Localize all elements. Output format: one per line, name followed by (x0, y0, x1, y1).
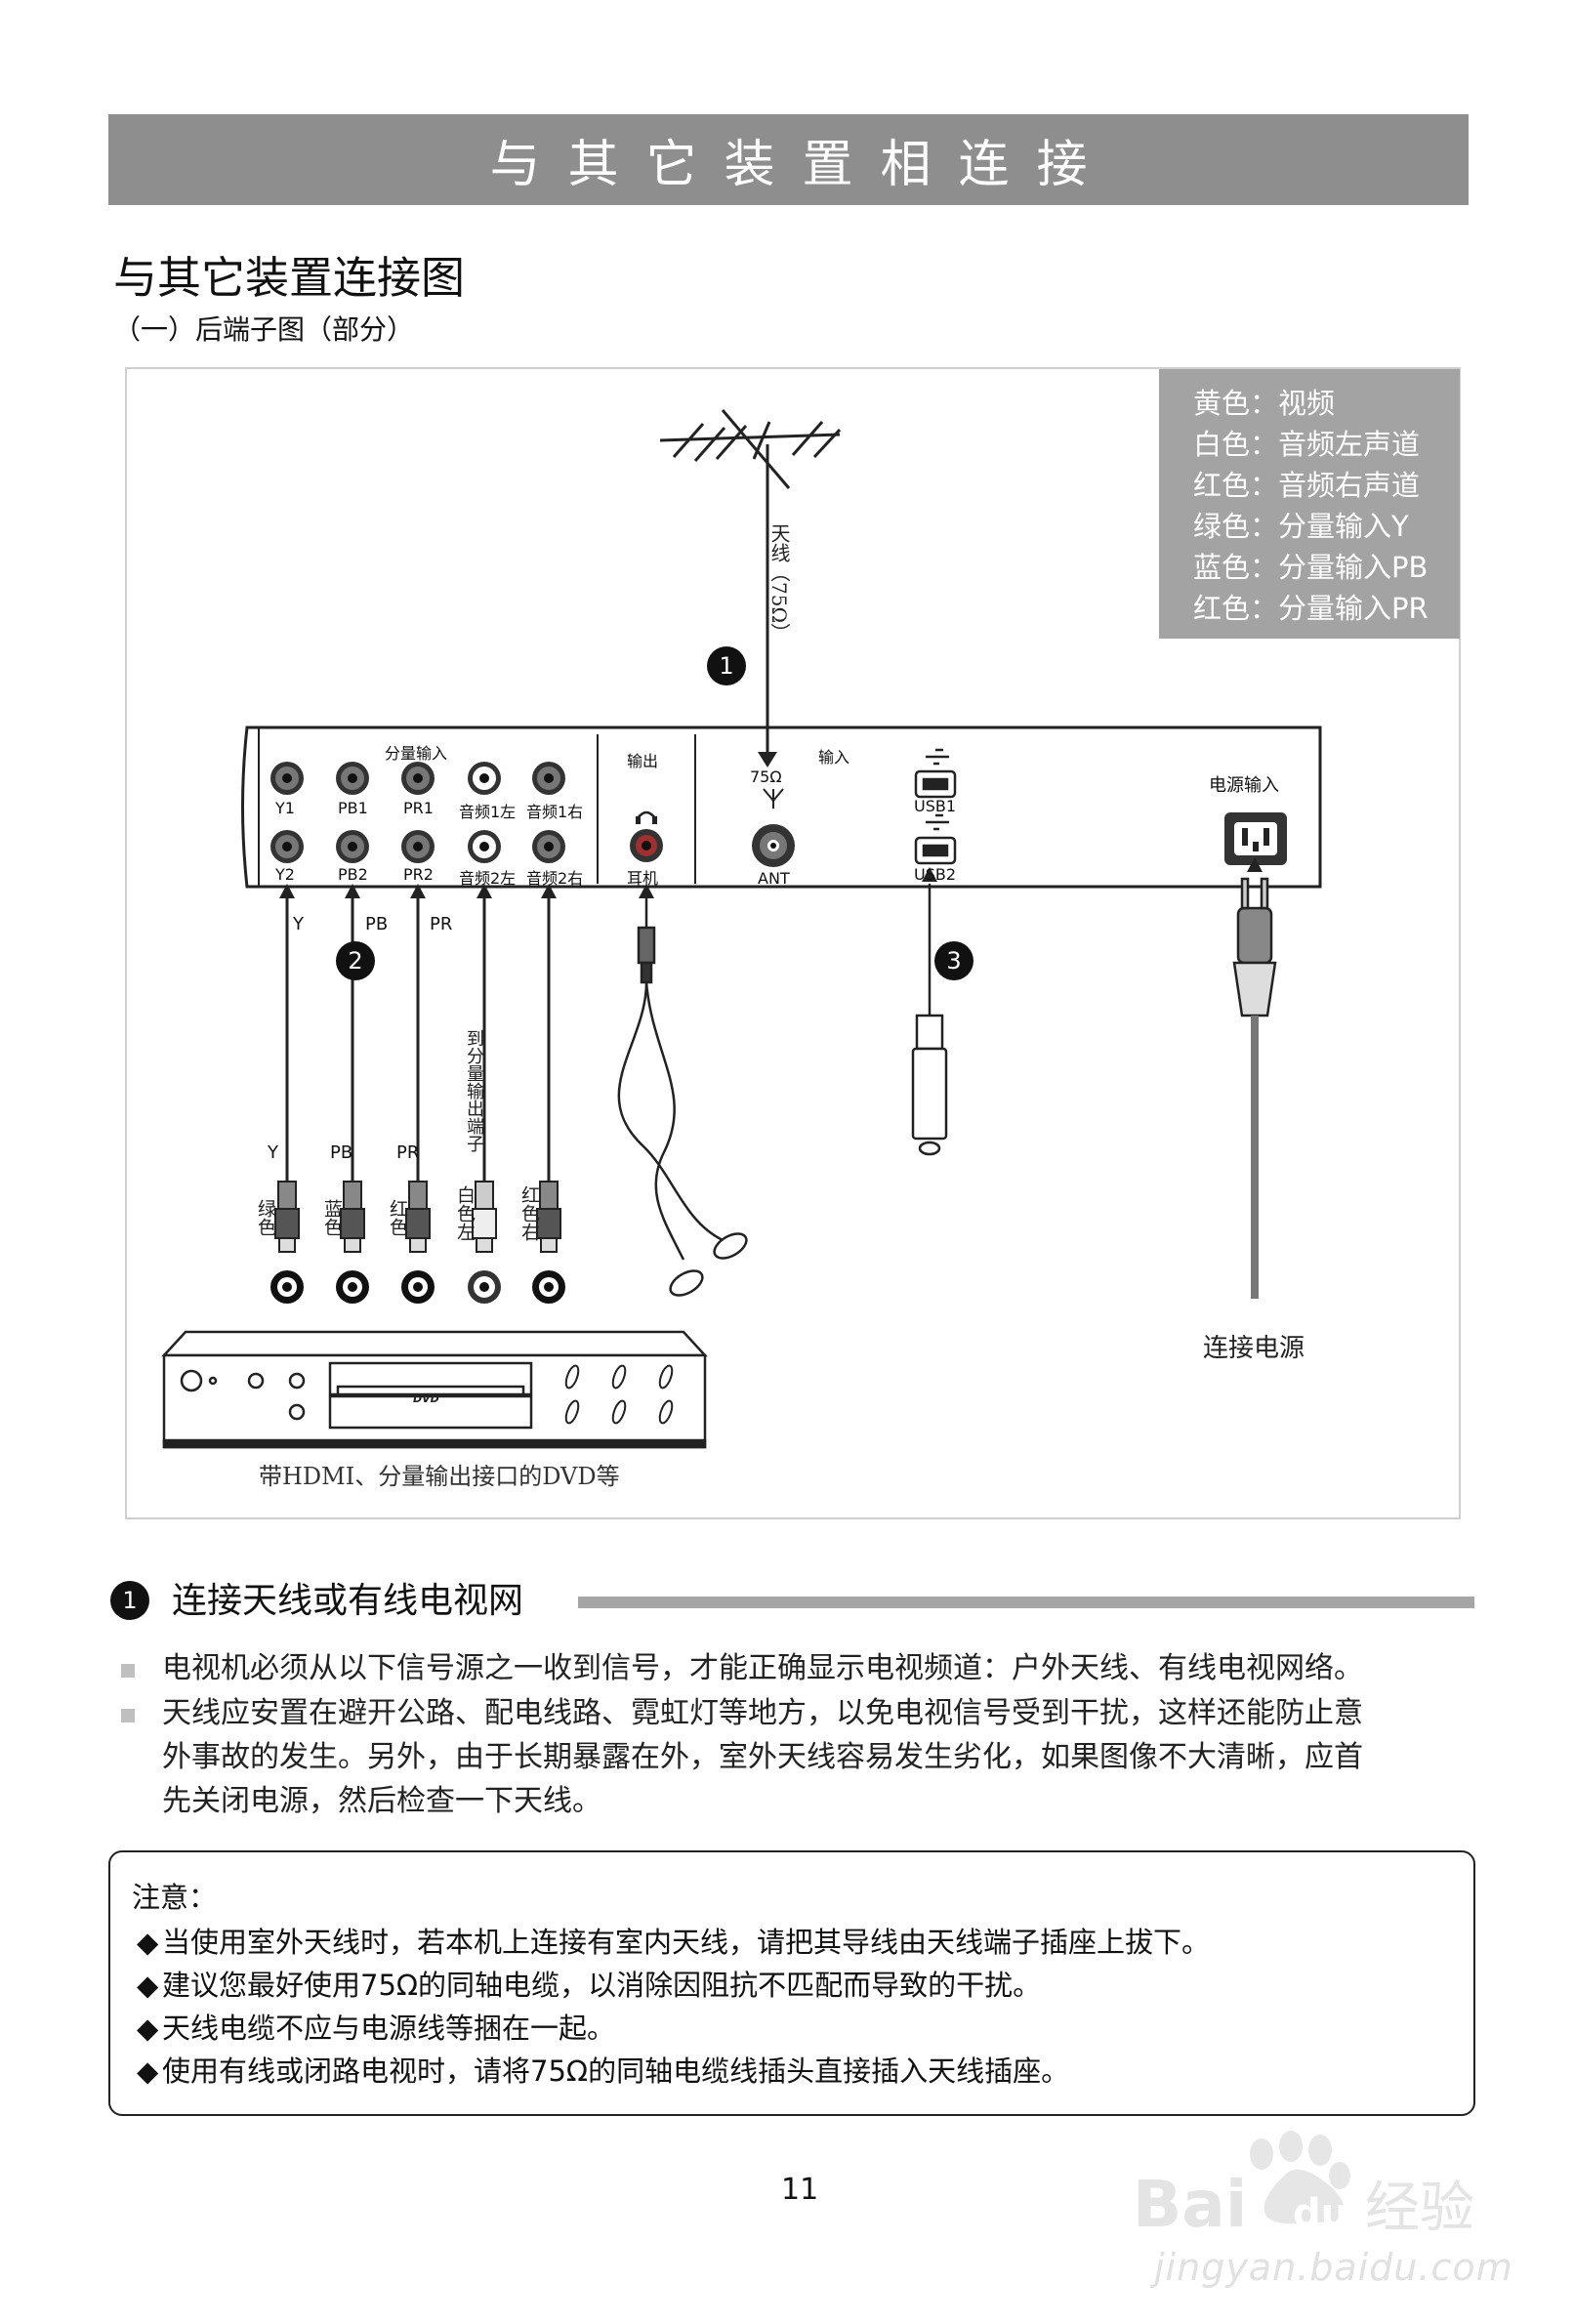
diamond-bullet-icon: ◆ (137, 2054, 159, 2088)
note-item: ◆使用有线或闭路电视时，请将75Ω的同轴电缆线插头直接插入天线插座。 (137, 2054, 1070, 2088)
output-label: 输出 (627, 752, 659, 770)
badge-2: 2 (336, 941, 375, 980)
page-header-title: 与其它装置相连接 (489, 136, 1115, 194)
plug-color-label: 红色右 (518, 1185, 540, 1241)
jack-label: Y2 (275, 865, 295, 884)
jack-label: PB2 (338, 865, 368, 884)
usb-ports (914, 748, 957, 865)
note-title: 注意： (132, 1881, 218, 1914)
tv-back-panel (241, 726, 1322, 889)
cable-label: PB (330, 1142, 353, 1163)
watermark-url: jingyan.baidu.com (1154, 2246, 1513, 2289)
jack-label: 音频1左 (459, 803, 517, 821)
bullet-square-icon (121, 1664, 135, 1678)
cable-label: PB (365, 914, 389, 934)
paragraph-line: 天线应安置在避开公路、配电线路、霓虹灯等地方，以免电视信号受到干扰，这样还能防止… (162, 1696, 1363, 1730)
legend-item: 红色：分量输入PR (1193, 592, 1429, 625)
section-subtitle: （一）后端子图（部分） (113, 313, 415, 346)
bullet-square-icon (121, 1709, 135, 1722)
plug-color-label: 绿色 (255, 1199, 276, 1236)
svg-text:Bai: Bai (1133, 2167, 1247, 2242)
usb-drive-icon (911, 884, 948, 1156)
rca-jacks (270, 762, 565, 863)
cable-arrows (279, 857, 1263, 898)
antenna-icon (659, 409, 842, 752)
power-plug-icon (1232, 877, 1277, 1299)
antenna-arrow-icon (758, 752, 777, 768)
power-socket (1224, 812, 1287, 865)
legend-item: 蓝色：分量输入PB (1193, 551, 1429, 584)
diamond-bullet-icon: ◆ (137, 2012, 159, 2045)
power-caption: 连接电源 (1203, 1334, 1305, 1363)
baidu-watermark-logo: Bai du 经验 (1133, 2131, 1474, 2242)
svg-text:经验: 经验 (1365, 2177, 1474, 2240)
usb1-label: USB1 (914, 797, 957, 815)
diamond-bullet-icon: ◆ (137, 1969, 159, 2002)
power-input-label: 电源输入 (1209, 775, 1279, 796)
diamond-bullet-icon: ◆ (137, 1926, 159, 1959)
note-item: ◆建议您最好使用75Ω的同轴电缆，以消除因阻抗不匹配而导致的干扰。 (137, 1969, 1042, 2002)
earphone-jack (630, 810, 663, 862)
jack-label: 音频2右 (526, 869, 584, 888)
headphone-icon (617, 898, 748, 1297)
note-item: ◆天线电缆不应与电源线等捆在一起。 (137, 2012, 616, 2045)
section1-rule (578, 1597, 1474, 1608)
note-item: ◆当使用室外天线时，若本机上连接有室内天线，请把其导线由天线端子插座上拔下。 (137, 1926, 1211, 1959)
cable-label: PR (396, 1142, 420, 1163)
jack-label: 音频2左 (459, 869, 517, 888)
cable-label: PR (430, 914, 453, 934)
legend-item: 红色：音频右声道 (1193, 469, 1421, 502)
plug-color-label: 白色左 (454, 1185, 476, 1241)
usb2-label: USB2 (914, 865, 957, 884)
input-label: 输入 (818, 748, 850, 767)
svg-text:du: du (1293, 2191, 1348, 2236)
ant-jack (752, 788, 795, 867)
page-number: 11 (781, 2173, 819, 2207)
badge-3: 3 (934, 941, 973, 980)
jack-label: PB1 (338, 799, 368, 817)
jack-label: Y1 (275, 799, 295, 817)
legend-item: 绿色：分量输入Y (1193, 510, 1409, 543)
legend-item: 黄色：视频 (1193, 387, 1336, 420)
plug-color-label: 蓝色 (321, 1199, 343, 1236)
paragraph-line: 先关闭电源，然后检查一下天线。 (162, 1784, 601, 1818)
dvd-logo: DVD (413, 1392, 439, 1405)
section1-title: 连接天线或有线电视网 (172, 1581, 524, 1621)
paragraph-line: 外事故的发生。另外，由于长期暴露在外，室外天线容易发生劣化，如果图像不大清晰，应… (162, 1740, 1363, 1774)
badge-1: 1 (707, 646, 746, 685)
color-legend: 黄色：视频 白色：音频左声道 红色：音频右声道 绿色：分量输入Y 蓝色：分量输入… (1159, 369, 1460, 639)
header-band: 与其它装置相连接 (108, 114, 1469, 205)
diagram-frame (125, 367, 1461, 1519)
earphone-label: 耳机 (627, 869, 659, 888)
dvd-caption: 带HDMI、分量输出接口的DVD等 (259, 1463, 620, 1490)
component-input-label: 分量输入 (385, 744, 448, 763)
jack-label: 音频1右 (526, 803, 584, 821)
dvd-player-icon (161, 1330, 708, 1449)
jack-label: PR2 (403, 865, 434, 884)
plug-color-label: 红色 (387, 1199, 408, 1236)
ant-ohm-label: 75Ω (750, 768, 782, 786)
ant-label: ANT (758, 869, 790, 888)
dvd-jacks (270, 1270, 565, 1304)
section1-badge: 1 (110, 1581, 149, 1620)
antenna-label: 天线（75Ω） (767, 523, 791, 643)
rca-plugs (274, 1181, 561, 1253)
legend-item: 白色：音频左声道 (1193, 428, 1421, 461)
to-component-label: 到分量输出端子 (464, 1029, 484, 1152)
component-cables (285, 891, 551, 1182)
section-title: 与其它装置连接图 (113, 252, 466, 304)
cable-label: Y (268, 1142, 278, 1163)
jack-label: PR1 (403, 799, 434, 817)
note-box (108, 1850, 1475, 2116)
cable-label: Y (293, 914, 304, 934)
paragraph-line: 电视机必须从以下信号源之一收到信号，才能正确显示电视频道：户外天线、有线电视网络… (162, 1651, 1363, 1685)
